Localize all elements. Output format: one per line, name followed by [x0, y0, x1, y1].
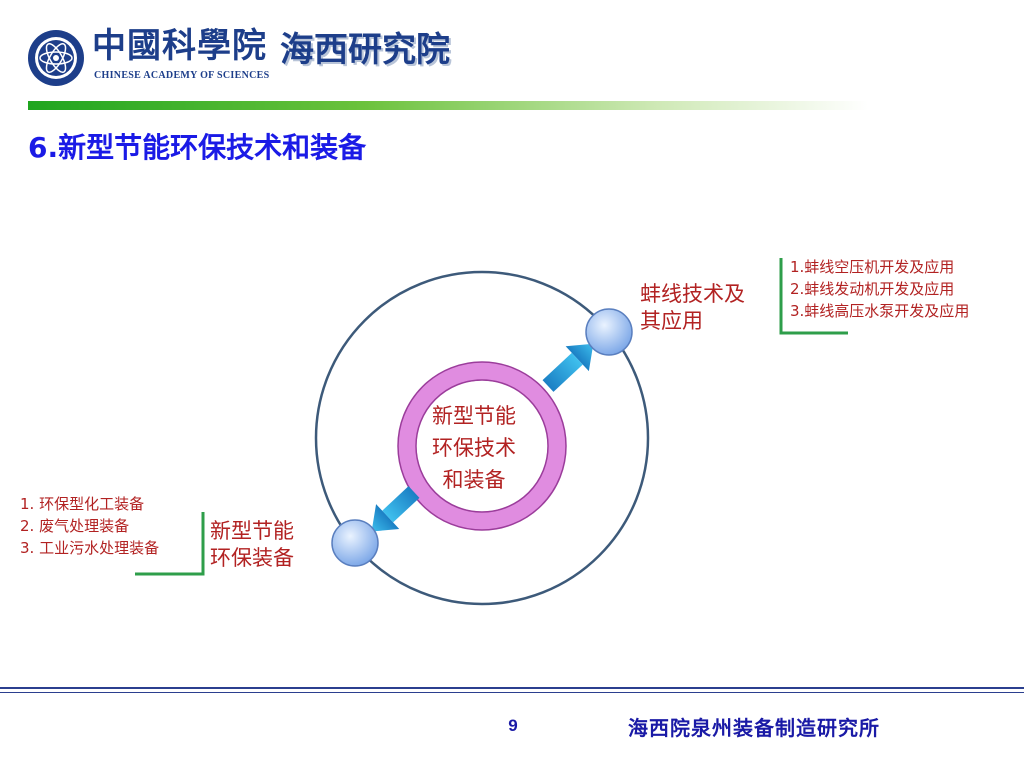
arrow-up-right-icon: [542, 343, 594, 392]
list-item: 3.蚌线高压水泵开发及应用: [790, 302, 970, 320]
cas-emblem-icon: [28, 30, 84, 86]
center-ring-outline-outer: [397, 361, 567, 531]
footer-organization: 海西院泉州装备制造研究所: [628, 716, 880, 740]
list-item: 1. 环保型化工装备: [20, 495, 145, 513]
list-item: 2.蚌线发动机开发及应用: [790, 280, 955, 298]
bracket-left: [135, 512, 205, 576]
center-ring: [398, 362, 566, 530]
node-label-equipment: 新型节能 环保装备: [210, 519, 294, 570]
cas-name-en: CHINESE ACADEMY OF SCIENCES: [94, 70, 270, 81]
page-number: 9: [508, 716, 518, 735]
list-item: 3. 工业污水处理装备: [20, 539, 160, 557]
center-label: 新型节能 环保技术 和装备: [432, 404, 516, 492]
arrow-down-left-icon: [371, 486, 420, 532]
page-title: 6.新型节能环保技术和装备: [28, 131, 367, 164]
bangxian-items-list: 1.蚌线空压机开发及应用 2.蚌线发动机开发及应用 3.蚌线高压水泵开发及应用: [790, 256, 969, 322]
node-bottom-left: [331, 519, 379, 567]
node-label-bangxian: 蚌线技术及 其应用: [640, 282, 745, 333]
header-divider-bar: [28, 101, 868, 110]
cas-name-cn: 中國科學院: [92, 26, 267, 66]
center-ring-outline-inner: [415, 379, 549, 513]
bracket-right: [779, 258, 848, 335]
center-ring-inner-fill: [417, 381, 547, 511]
footer-divider-thin: [0, 692, 1024, 693]
list-item: 2. 废气处理装备: [20, 517, 130, 535]
institute-name: 海西研究院: [280, 30, 450, 70]
list-item: 1.蚌线空压机开发及应用: [790, 258, 955, 276]
orbit-ring: [314, 270, 650, 606]
footer-divider: [0, 687, 1024, 689]
node-top-right: [585, 308, 633, 356]
equipment-items-list: 1. 环保型化工装备 2. 废气处理装备 3. 工业污水处理装备: [20, 493, 159, 559]
